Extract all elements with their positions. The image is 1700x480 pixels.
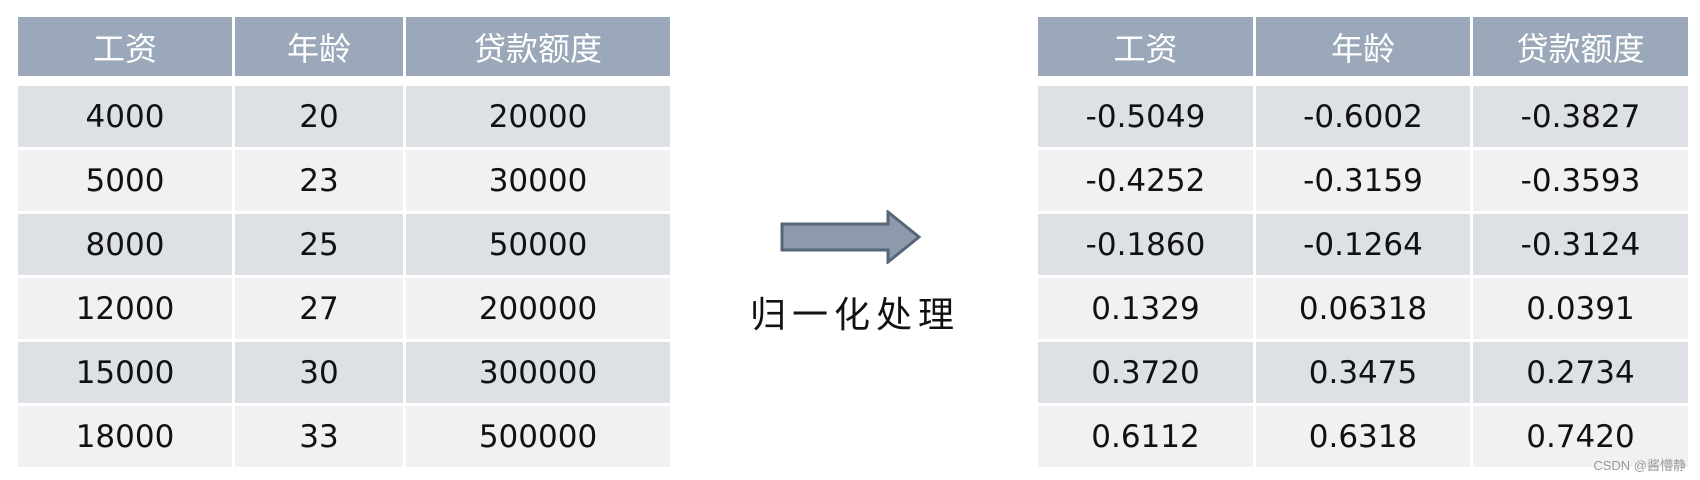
- cell-loan-amount: 30000: [406, 150, 670, 211]
- cell-loan-amount: 0.7420: [1473, 406, 1688, 467]
- header-row: 工资 年龄 贷款额度: [18, 17, 670, 76]
- header-salary: 工资: [1038, 17, 1253, 76]
- table-row: 0.3720 0.3475 0.2734: [1038, 342, 1688, 403]
- table-row: 4000 20 20000: [18, 86, 670, 147]
- cell-salary: -0.5049: [1038, 86, 1253, 147]
- cell-salary: 0.6112: [1038, 406, 1253, 467]
- header-loan-amount: 贷款额度: [406, 17, 670, 76]
- cell-salary: 0.1329: [1038, 278, 1253, 339]
- cell-age: 25: [235, 214, 403, 275]
- cell-loan-amount: -0.3827: [1473, 86, 1688, 147]
- right-arrow-icon: [780, 210, 922, 264]
- cell-salary: 15000: [18, 342, 232, 403]
- raw-data-table: 工资 年龄 贷款额度 4000 20 20000 5000 23 30000 8…: [15, 14, 673, 470]
- watermark: CSDN @酱懵静: [1593, 458, 1686, 473]
- cell-age: 0.6318: [1256, 406, 1470, 467]
- table-row: 5000 23 30000: [18, 150, 670, 211]
- cell-loan-amount: 20000: [406, 86, 670, 147]
- cell-salary: 0.3720: [1038, 342, 1253, 403]
- header-row: 工资 年龄 贷款额度: [1038, 17, 1688, 76]
- cell-loan-amount: 0.2734: [1473, 342, 1688, 403]
- cell-age: 0.06318: [1256, 278, 1470, 339]
- cell-loan-amount: 200000: [406, 278, 670, 339]
- cell-salary: 5000: [18, 150, 232, 211]
- cell-loan-amount: 500000: [406, 406, 670, 467]
- cell-loan-amount: 300000: [406, 342, 670, 403]
- cell-salary: 8000: [18, 214, 232, 275]
- table-row: -0.1860 -0.1264 -0.3124: [1038, 214, 1688, 275]
- cell-salary: 4000: [18, 86, 232, 147]
- cell-loan-amount: 0.0391: [1473, 278, 1688, 339]
- header-age: 年龄: [1256, 17, 1470, 76]
- cell-age: 33: [235, 406, 403, 467]
- cell-age: 30: [235, 342, 403, 403]
- normalized-data-table: 工资 年龄 贷款额度 -0.5049 -0.6002 -0.3827 -0.42…: [1035, 14, 1691, 470]
- cell-loan-amount: -0.3593: [1473, 150, 1688, 211]
- process-label: 归一化处理: [750, 295, 961, 336]
- cell-age: 0.3475: [1256, 342, 1470, 403]
- cell-age: -0.3159: [1256, 150, 1470, 211]
- header-salary: 工资: [18, 17, 232, 76]
- cell-salary: 12000: [18, 278, 232, 339]
- header-loan-amount: 贷款额度: [1473, 17, 1688, 76]
- cell-age: 20: [235, 86, 403, 147]
- table-row: 12000 27 200000: [18, 278, 670, 339]
- cell-age: 27: [235, 278, 403, 339]
- table-row: 18000 33 500000: [18, 406, 670, 467]
- header-age: 年龄: [235, 17, 403, 76]
- arrow-shape: [780, 210, 922, 264]
- cell-loan-amount: -0.3124: [1473, 214, 1688, 275]
- cell-age: -0.1264: [1256, 214, 1470, 275]
- table-row: 0.6112 0.6318 0.7420: [1038, 406, 1688, 467]
- table-row: -0.4252 -0.3159 -0.3593: [1038, 150, 1688, 211]
- table-row: -0.5049 -0.6002 -0.3827: [1038, 86, 1688, 147]
- cell-salary: 18000: [18, 406, 232, 467]
- table-row: 8000 25 50000: [18, 214, 670, 275]
- cell-salary: -0.4252: [1038, 150, 1253, 211]
- cell-age: -0.6002: [1256, 86, 1470, 147]
- cell-age: 23: [235, 150, 403, 211]
- table-row: 0.1329 0.06318 0.0391: [1038, 278, 1688, 339]
- table-row: 15000 30 300000: [18, 342, 670, 403]
- cell-salary: -0.1860: [1038, 214, 1253, 275]
- cell-loan-amount: 50000: [406, 214, 670, 275]
